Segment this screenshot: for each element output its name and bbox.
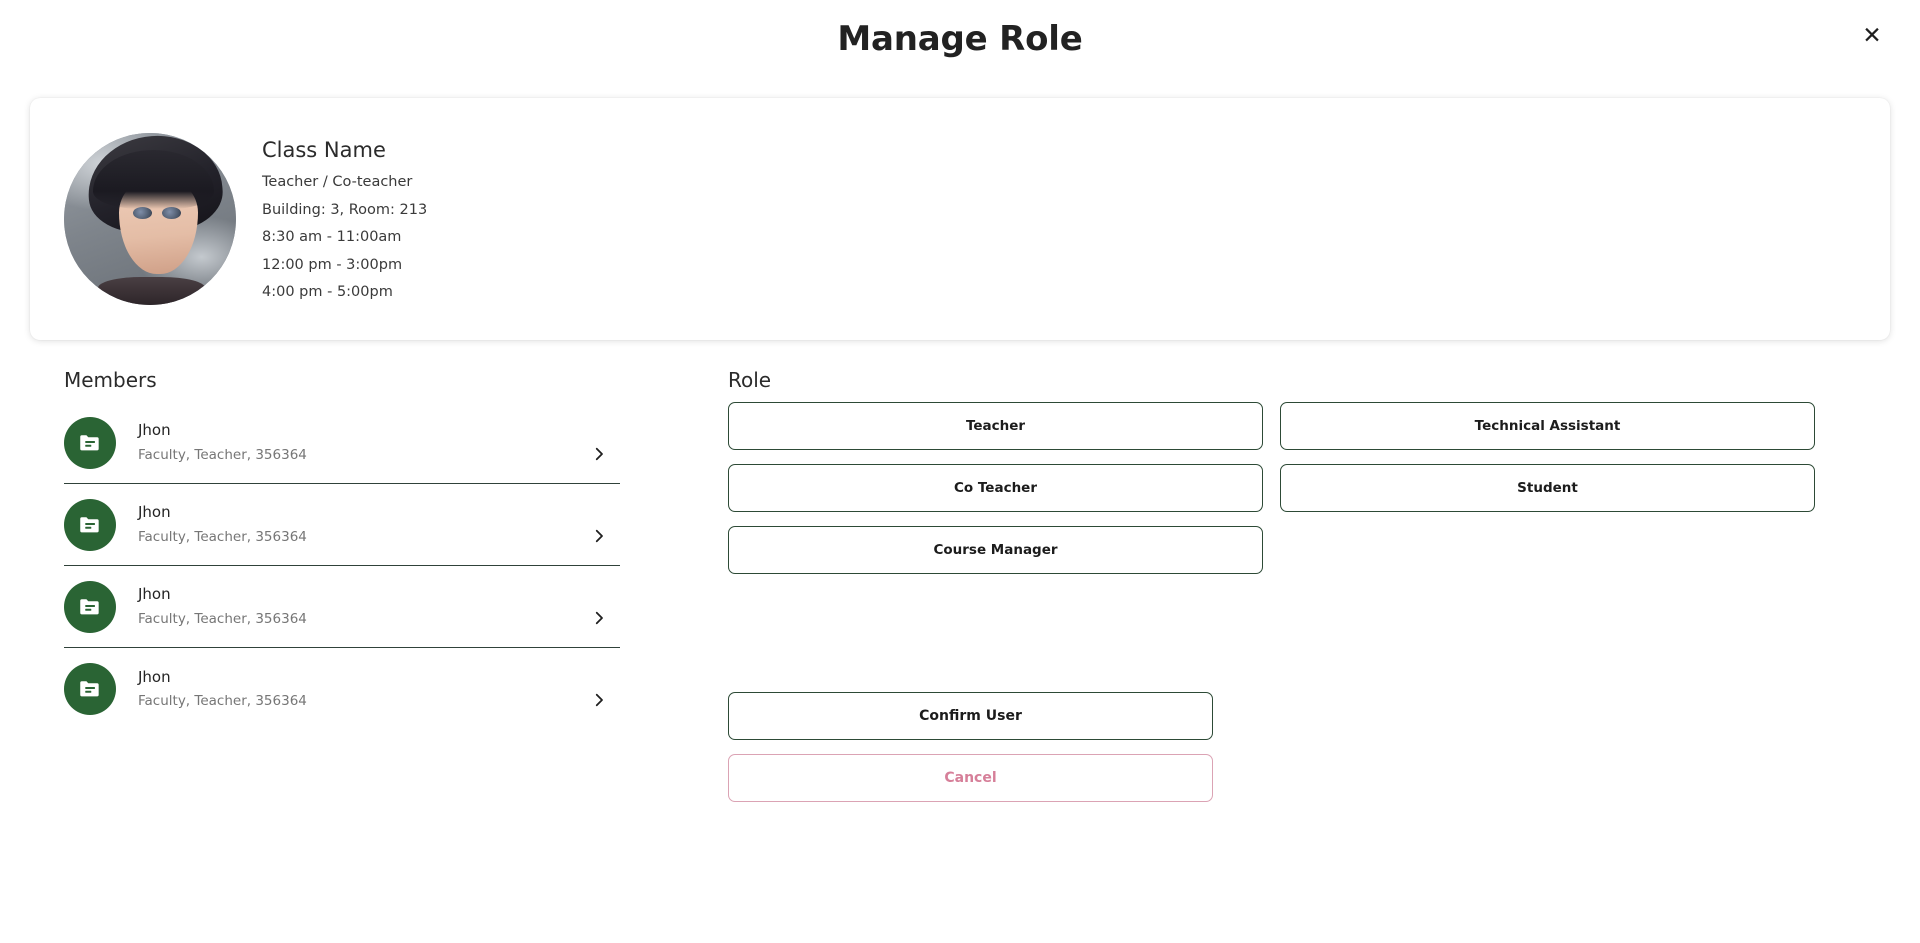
folder-icon — [64, 580, 116, 633]
chevron-right-icon[interactable] — [588, 607, 610, 629]
avatar-collar — [98, 277, 206, 305]
member-meta: Faculty, Teacher, 356364 — [138, 528, 307, 545]
action-buttons: Confirm User Cancel — [728, 692, 1213, 802]
member-info: Jhon Faculty, Teacher, 356364 — [138, 669, 588, 709]
member-name: Jhon — [138, 585, 171, 604]
member-meta: Faculty, Teacher, 356364 — [138, 693, 307, 710]
modal-header: Manage Role ✕ — [0, 0, 1920, 72]
members-section: Members Jhon Faculty, Teacher, 356364 — [0, 368, 620, 802]
member-meta: Faculty, Teacher, 356364 — [138, 446, 307, 463]
confirm-user-button[interactable]: Confirm User — [728, 692, 1213, 740]
members-heading: Members — [64, 368, 157, 392]
role-heading: Role — [728, 368, 772, 392]
role-section: Role Teacher Technical Assistant Co Teac… — [620, 368, 1920, 802]
list-item[interactable]: Jhon Faculty, Teacher, 356364 — [64, 648, 620, 730]
folder-icon — [64, 663, 116, 715]
avatar-eye-left — [132, 206, 152, 219]
avatar-fringe — [93, 150, 214, 209]
member-name: Jhon — [138, 667, 171, 686]
class-location: Building: 3, Room: 213 — [262, 201, 428, 218]
list-item[interactable]: Jhon Faculty, Teacher, 356364 — [64, 484, 620, 566]
class-schedule-1: 8:30 am - 11:00am — [262, 229, 402, 246]
chevron-right-icon[interactable] — [588, 443, 610, 465]
close-icon[interactable]: ✕ — [1858, 22, 1886, 50]
avatar-eye-right — [162, 206, 181, 219]
member-info: Jhon Faculty, Teacher, 356364 — [138, 586, 588, 626]
class-profile-card: Class Name Teacher / Co-teacher Building… — [30, 98, 1890, 340]
class-schedule-3: 4:00 pm - 5:00pm — [262, 284, 393, 301]
class-schedule-2: 12:00 pm - 3:00pm — [262, 256, 403, 273]
list-item[interactable]: Jhon Faculty, Teacher, 356364 — [64, 402, 620, 484]
chevron-right-icon[interactable] — [588, 525, 610, 547]
chevron-right-icon[interactable] — [588, 689, 610, 711]
member-meta: Faculty, Teacher, 356364 — [138, 610, 307, 627]
role-option-teacher[interactable]: Teacher — [728, 402, 1263, 450]
role-option-student[interactable]: Student — [1280, 464, 1815, 512]
member-name: Jhon — [138, 503, 171, 522]
member-info: Jhon Faculty, Teacher, 356364 — [138, 504, 588, 544]
folder-icon — [64, 416, 116, 469]
cancel-button[interactable]: Cancel — [728, 754, 1213, 802]
role-option-technical-assistant[interactable]: Technical Assistant — [1280, 402, 1815, 450]
class-info: Class Name Teacher / Co-teacher Building… — [262, 138, 427, 300]
page-title: Manage Role — [837, 19, 1083, 59]
class-role: Teacher / Co-teacher — [262, 174, 413, 191]
role-option-co-teacher[interactable]: Co Teacher — [728, 464, 1263, 512]
class-name: Class Name — [262, 138, 386, 163]
role-options-grid: Teacher Technical Assistant Co Teacher S… — [728, 402, 1850, 574]
member-name: Jhon — [138, 421, 171, 440]
folder-icon — [64, 498, 116, 551]
avatar — [64, 133, 236, 305]
list-item[interactable]: Jhon Faculty, Teacher, 356364 — [64, 566, 620, 648]
member-info: Jhon Faculty, Teacher, 356364 — [138, 422, 588, 462]
role-option-course-manager[interactable]: Course Manager — [728, 526, 1263, 574]
modal-body: Members Jhon Faculty, Teacher, 356364 — [0, 340, 1920, 802]
